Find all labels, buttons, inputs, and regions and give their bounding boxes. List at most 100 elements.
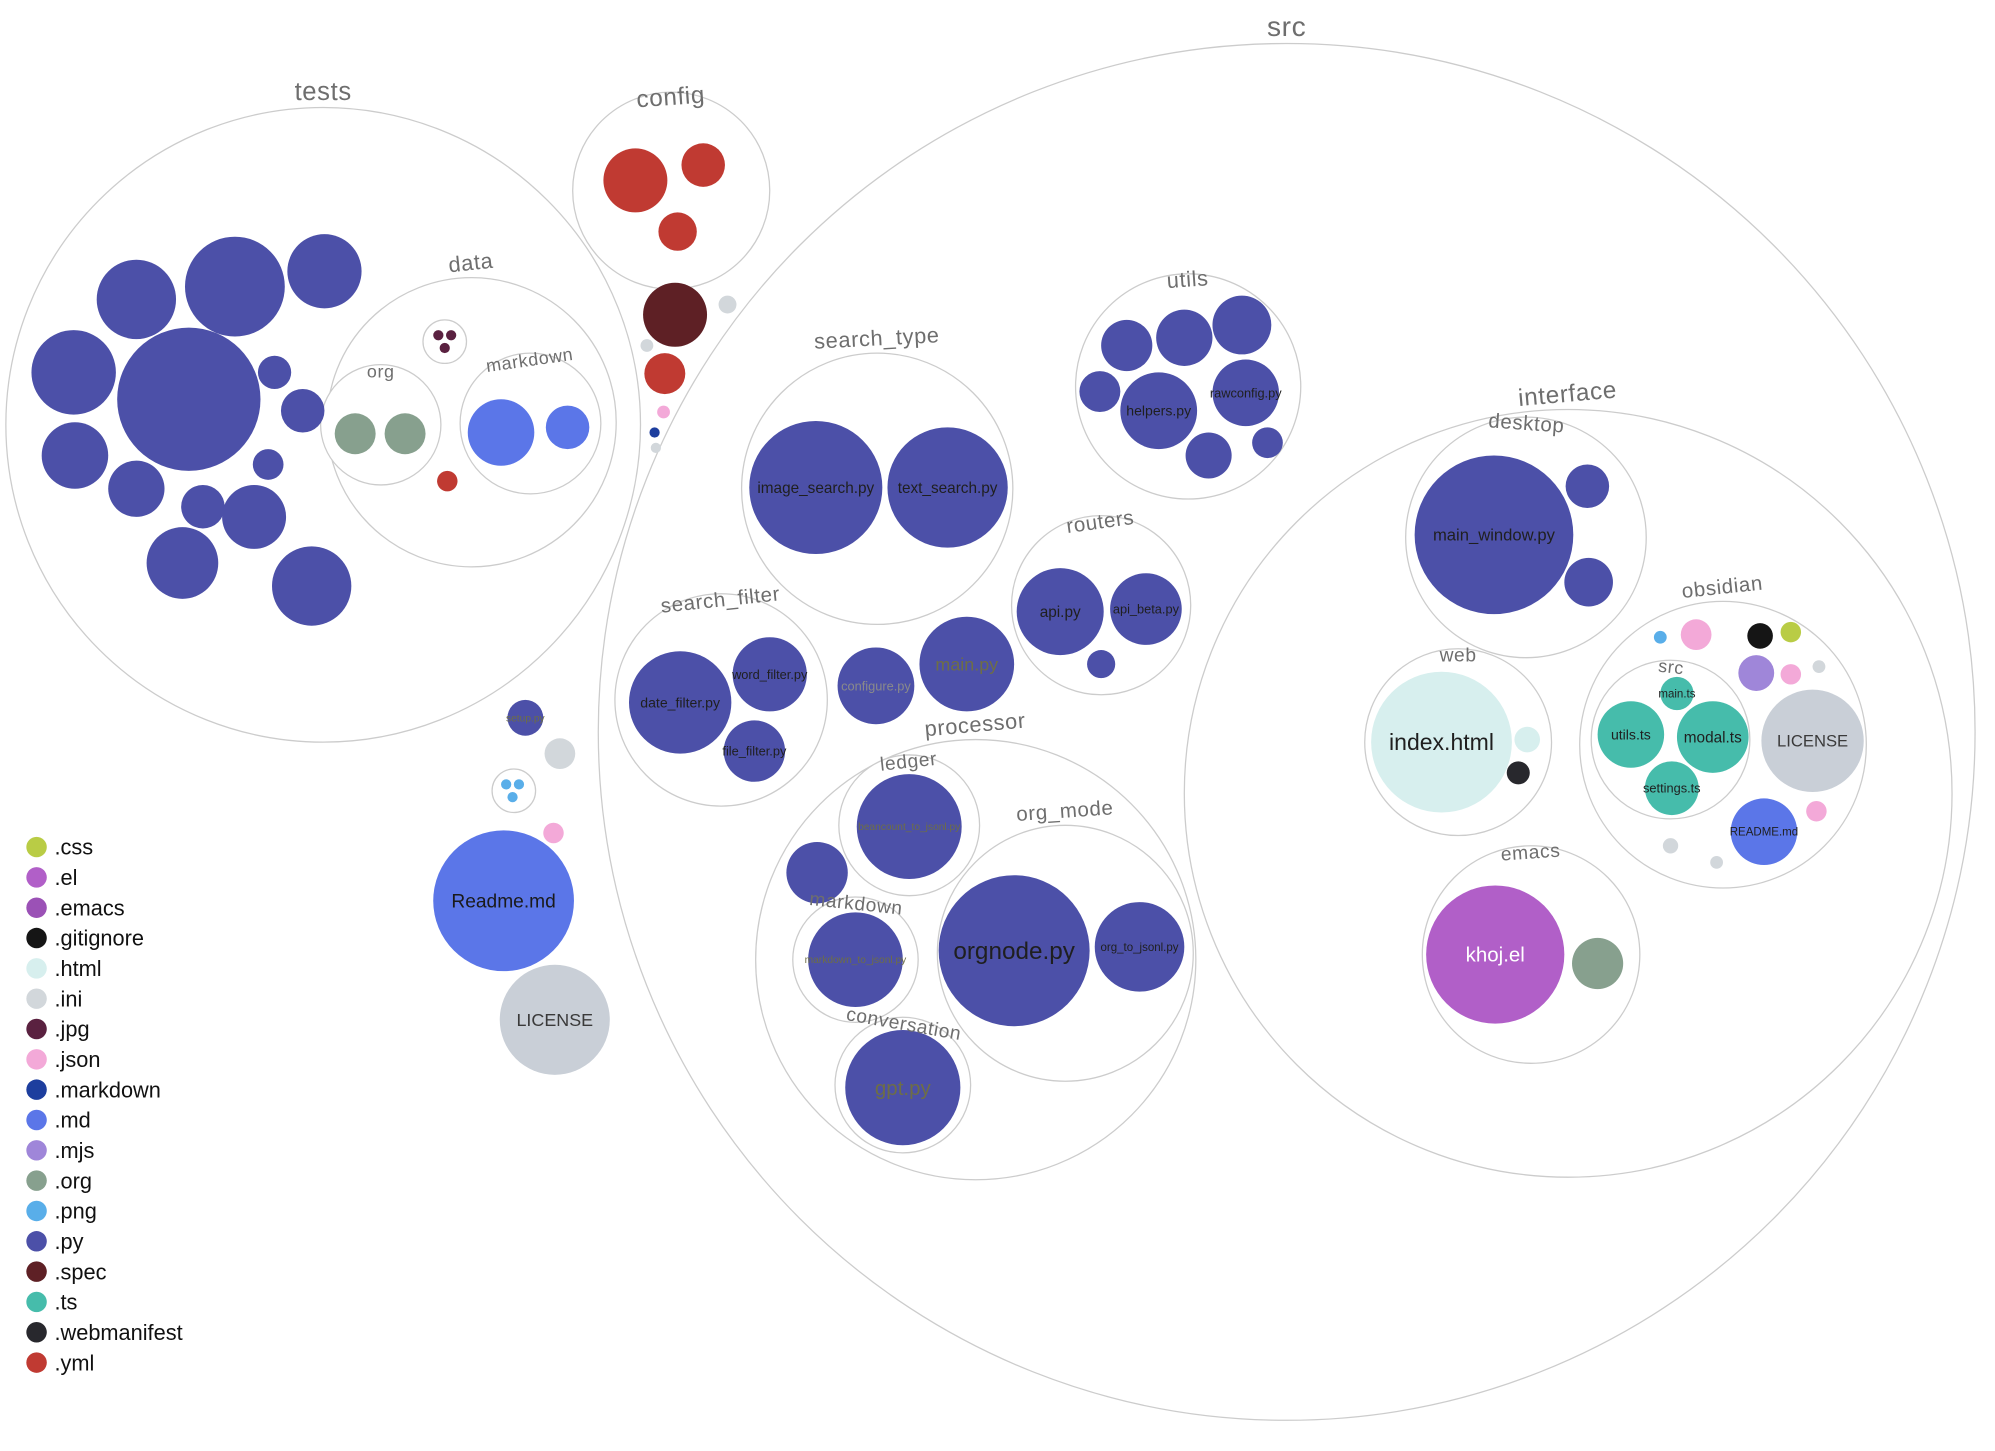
file-circle-Readme.md — [433, 830, 574, 972]
file-circle-main_window.py — [1414, 455, 1574, 615]
legend-dot-png-icon — [26, 1200, 47, 1222]
file-circle-orgnode.py — [938, 875, 1090, 1027]
file-circle-modal.ts — [1676, 701, 1749, 773]
file-circle-gpt.py — [845, 1030, 961, 1146]
file-circle-text_search.py — [887, 427, 1008, 548]
file-circle-image_search.py — [749, 420, 883, 555]
file-circle-py-file — [257, 355, 292, 389]
folder-label-config: config — [635, 82, 705, 114]
legend-dot-html-icon — [26, 958, 47, 979]
file-circle-main.ts — [1660, 676, 1694, 711]
file-label-main_window.py: main_window.py — [1433, 526, 1556, 545]
file-label-modal.ts: modal.ts — [1684, 729, 1742, 746]
file-circle-py-file — [1565, 464, 1610, 508]
legend-label-ts: .ts — [54, 1290, 77, 1315]
folder-label-src: src — [1267, 11, 1306, 42]
file-label-index.html: index.html — [1389, 729, 1494, 755]
file-label-LICENSE: LICENSE — [516, 1010, 593, 1030]
legend-label-ini: .ini — [54, 986, 82, 1011]
folder-circle-config — [572, 91, 771, 290]
file-label-orgnode.py: orgnode.py — [953, 938, 1075, 965]
file-circle-py-file — [287, 234, 362, 309]
file-label-configure.py: configure.py — [841, 678, 911, 693]
file-circle-py-file — [280, 388, 325, 433]
legend-label-png: .png — [54, 1199, 96, 1224]
file-circle-ini-file — [544, 738, 576, 770]
legend-dot-markdown-icon — [26, 1079, 47, 1100]
file-label-api_beta.py: api_beta.py — [1113, 602, 1180, 617]
file-label-text_search.py: text_search.py — [898, 480, 998, 497]
file-label-gpt.py: gpt.py — [875, 1077, 932, 1100]
file-circle-gitignore-file — [1747, 623, 1773, 649]
folder-label-emacs: emacs — [1500, 841, 1561, 866]
file-circle-LICENSE — [499, 964, 610, 1075]
legend-label-html: .html — [54, 956, 101, 981]
file-circle-py-file — [222, 484, 287, 549]
file-circle-py-file — [181, 484, 225, 529]
legend-dot-ts-icon — [26, 1291, 47, 1313]
legend-label-py: .py — [54, 1229, 83, 1254]
file-label-date_filter.py: date_filter.py — [640, 694, 720, 710]
legend-dot-webmanifest-icon — [26, 1322, 47, 1343]
file-circle-ini-file — [650, 442, 661, 453]
legend-dot-yml-icon — [26, 1352, 47, 1373]
folder-label-tests: tests — [295, 78, 352, 106]
legend-dot-org-icon — [26, 1170, 47, 1191]
folder-label-web: web — [1439, 646, 1477, 667]
legend-label-spec: .spec — [54, 1259, 106, 1284]
file-circle-ini-file — [1710, 856, 1723, 869]
file-circle-configure.py — [837, 647, 915, 725]
file-circle-mjs-file — [1738, 655, 1775, 691]
file-circle-api.py — [1016, 568, 1104, 656]
file-circle-md-file — [467, 399, 535, 466]
file-circle-py-file — [31, 330, 116, 415]
file-circle-yml-file — [603, 148, 668, 213]
file-label-setup.py: setup.py — [506, 713, 546, 724]
file-circle-py-file — [1564, 557, 1613, 607]
legend-label-emacs: .emacs — [54, 895, 124, 920]
file-circle-khoj.el — [1426, 885, 1565, 1024]
file-circle-main.py — [919, 616, 1015, 712]
file-circle-py-file — [252, 449, 284, 480]
legend-label-webmanifest: .webmanifest — [54, 1320, 182, 1345]
legend-dot-md-icon — [26, 1109, 47, 1131]
file-circle-py-file — [1212, 295, 1272, 355]
file-circle-ini-file — [1662, 838, 1679, 854]
legend-dot-mjs-icon — [26, 1140, 47, 1161]
file-label-LICENSE: LICENSE — [1777, 732, 1848, 751]
folder-circle-org — [319, 364, 442, 486]
file-circle-py-file — [41, 422, 109, 489]
file-circle-helpers.py — [1120, 372, 1198, 450]
file-label-image_search.py: image_search.py — [757, 480, 874, 497]
file-circle-jpg-file — [446, 330, 457, 341]
folder-circle-png-group — [491, 768, 537, 814]
file-label-main.py: main.py — [935, 654, 998, 674]
file-circle-yml-file — [658, 212, 697, 251]
file-circle-date_filter.py — [628, 651, 732, 754]
file-circle-json-file — [1806, 800, 1827, 822]
file-label-file_filter.py: file_filter.py — [722, 744, 787, 759]
legend-dot-gitignore-icon — [26, 927, 47, 949]
file-circle-word_filter.py — [732, 637, 807, 712]
file-circle-py-file — [184, 236, 285, 337]
file-circle-yml-file — [681, 143, 725, 187]
file-circle-markdown-file — [649, 427, 660, 438]
file-label-api.py: api.py — [1040, 604, 1081, 621]
file-circle-ini-file — [718, 295, 737, 314]
file-circle-yml-file — [644, 353, 686, 395]
legend-dot-spec-icon — [26, 1261, 47, 1282]
file-circle-json-file — [543, 822, 564, 844]
folder-label-desktop: desktop — [1488, 409, 1566, 437]
file-circle-md-file — [545, 405, 590, 450]
folder-circle-interface — [1183, 408, 1953, 1178]
legend-label-org: .org — [54, 1168, 91, 1193]
file-circle-rawconfig.py — [1212, 359, 1279, 427]
file-circle-LICENSE — [1761, 689, 1864, 793]
file-label-helpers.py: helpers.py — [1126, 403, 1191, 419]
file-circle-ini-file — [640, 339, 654, 352]
file-circle-json-file — [657, 405, 670, 419]
file-circle-README.md — [1730, 798, 1798, 865]
file-circle-py-file — [108, 460, 165, 517]
legend-dot-json-icon — [26, 1049, 47, 1070]
